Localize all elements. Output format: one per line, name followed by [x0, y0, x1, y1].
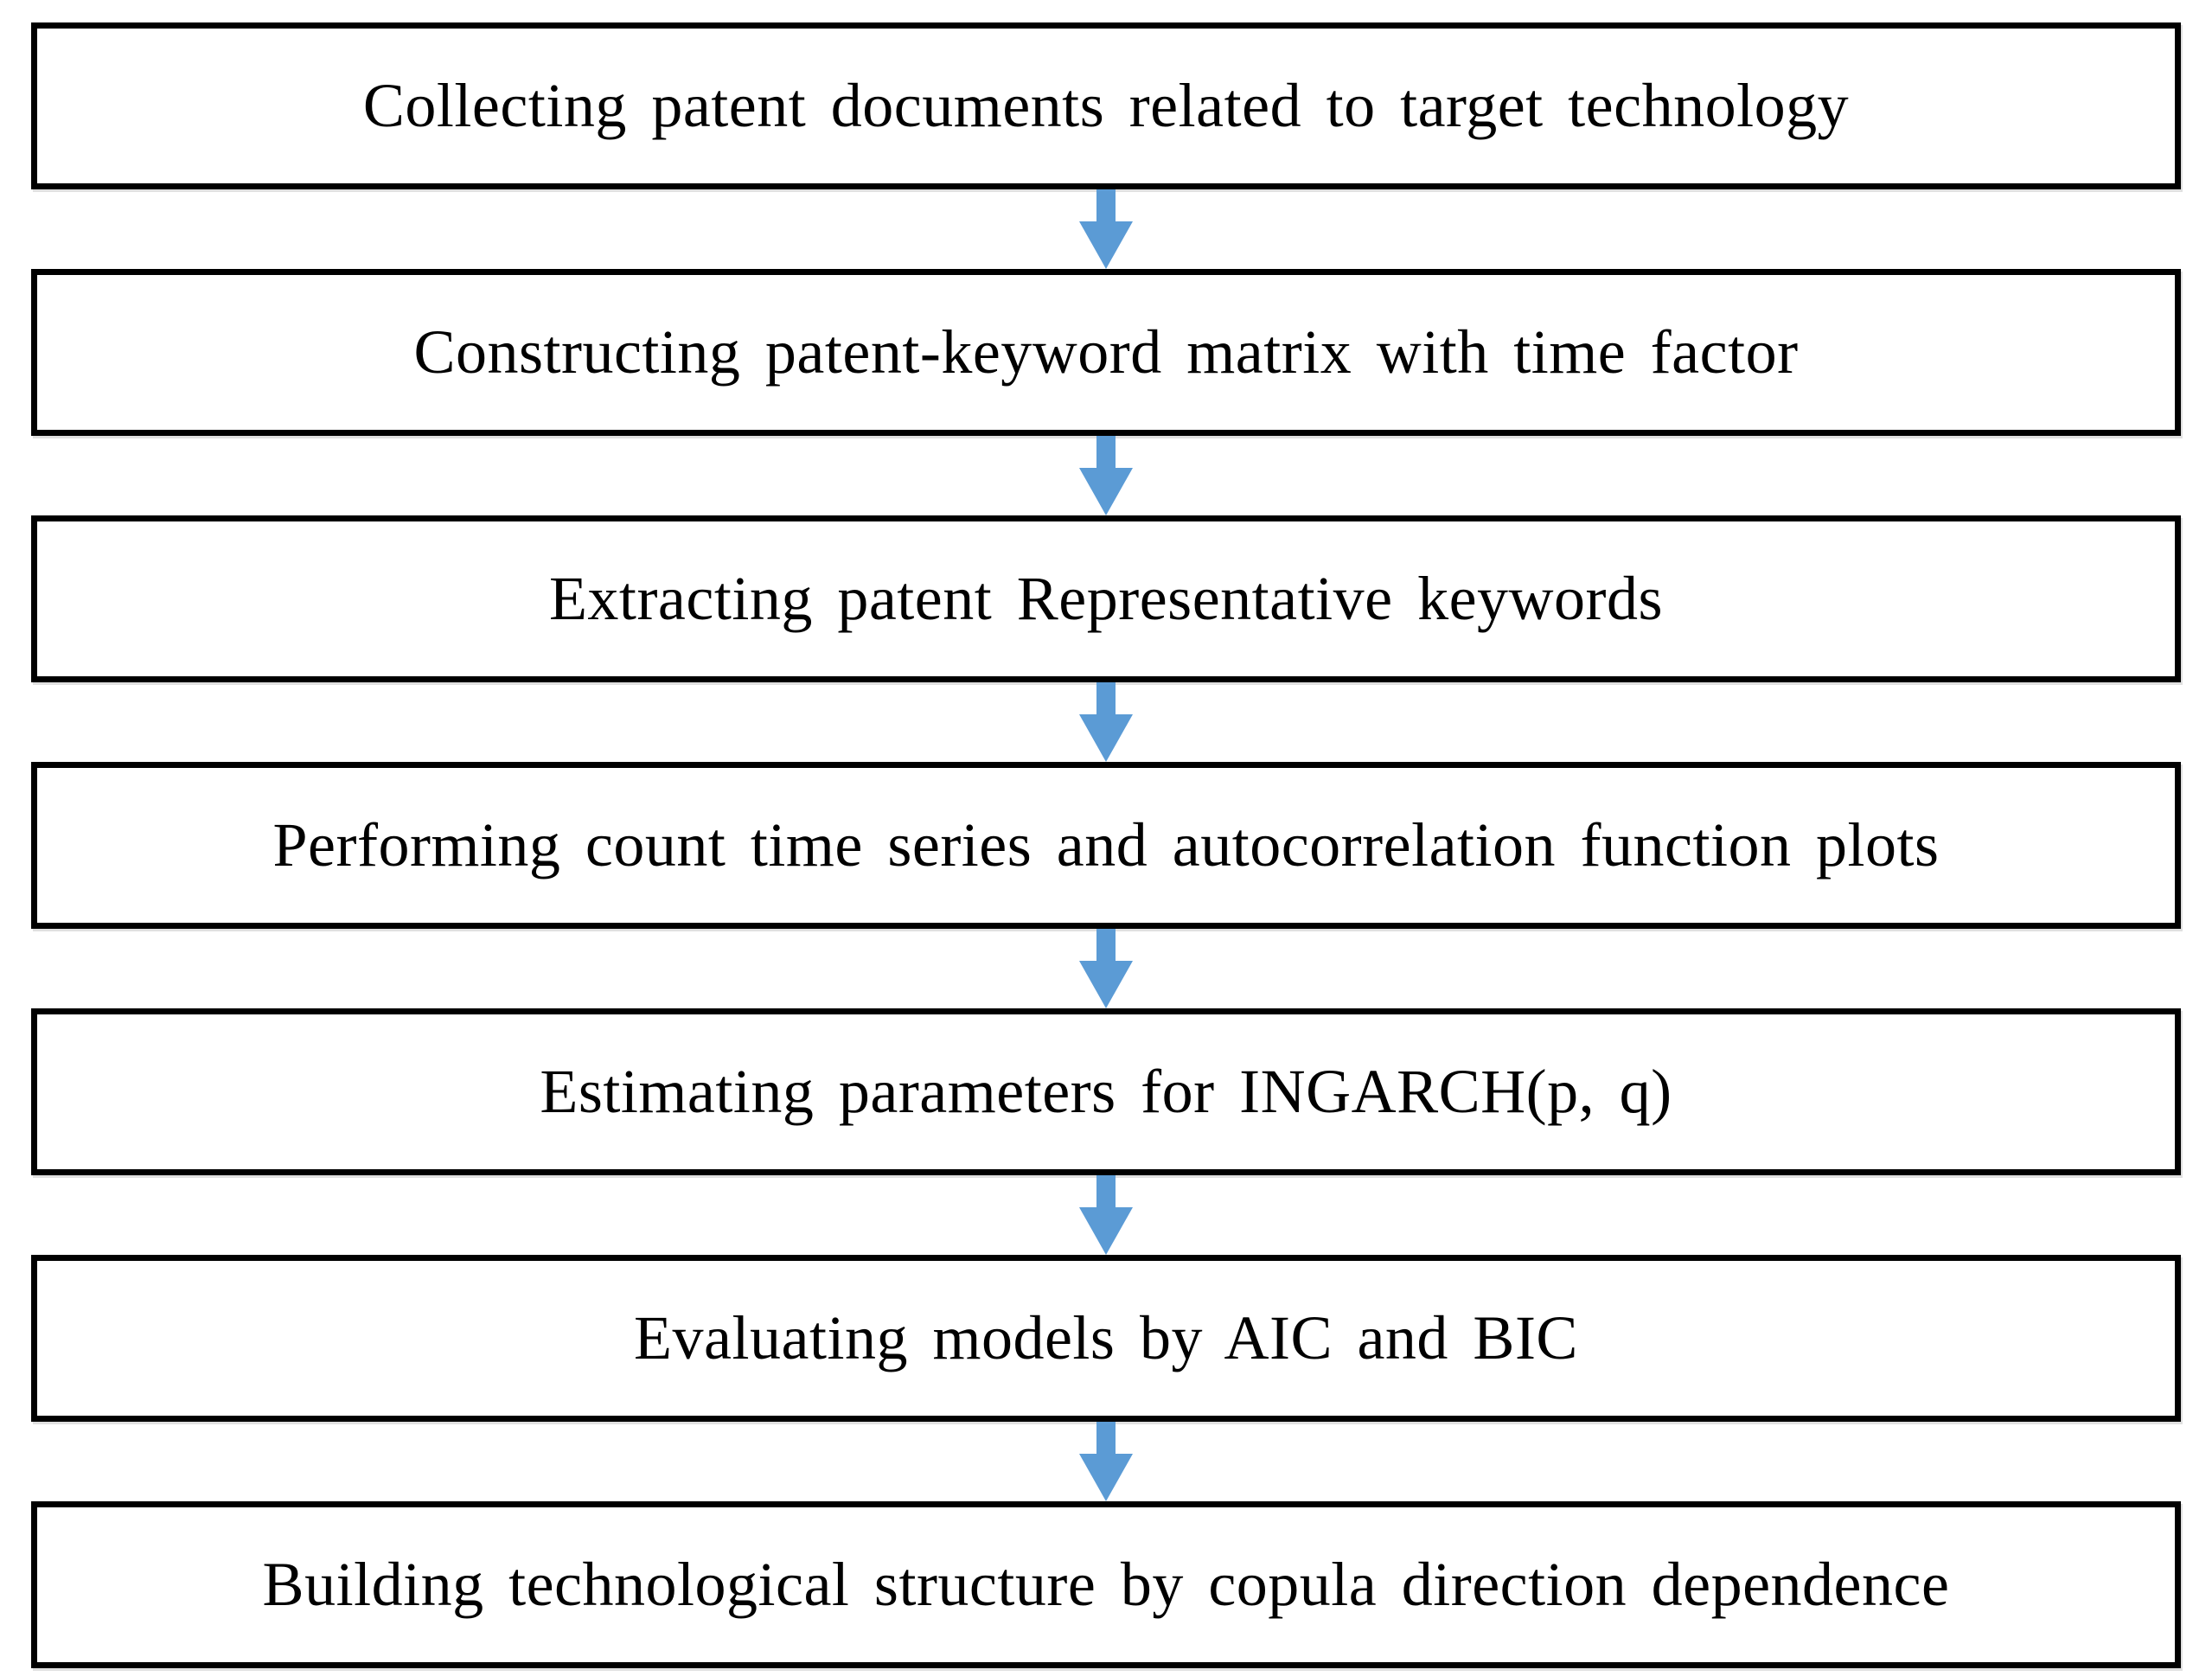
flow-step-building-structure: Building technological structure by copu…: [31, 1501, 2181, 1668]
flow-step-extracting-keywords: Extracting patent Representative keyword…: [31, 515, 2181, 682]
flow-step-label: Collecting patent documents related to t…: [362, 71, 1850, 140]
flow-connector: [1078, 682, 1134, 762]
arrow-down-icon: [1079, 436, 1133, 515]
flow-step-estimating-parameters: Estimating parameters for INGARCH(p, q): [31, 1008, 2181, 1175]
flow-step-label: Performing count time series and autocor…: [272, 810, 1940, 880]
arrow-down-icon: [1079, 1175, 1133, 1255]
flow-step-label: Estimating parameters for INGARCH(p, q): [540, 1057, 1672, 1126]
flow-step-label: Building technological structure by copu…: [262, 1550, 1950, 1619]
flow-step-constructing-matrix: Constructing patent-keyword matrix with …: [31, 269, 2181, 436]
flow-connector: [1078, 436, 1134, 515]
flow-connector: [1078, 1422, 1134, 1501]
flow-step-evaluating-models: Evaluating models by AIC and BIC: [31, 1255, 2181, 1422]
flow-step-collecting-patents: Collecting patent documents related to t…: [31, 22, 2181, 189]
flow-step-label: Extracting patent Representative keyword…: [548, 564, 1664, 633]
arrow-down-icon: [1079, 682, 1133, 762]
arrow-down-icon: [1079, 929, 1133, 1008]
flow-connector: [1078, 1175, 1134, 1255]
arrow-down-icon: [1079, 189, 1133, 269]
flow-step-label: Constructing patent-keyword matrix with …: [413, 317, 1799, 387]
flow-connector: [1078, 929, 1134, 1008]
arrow-down-icon: [1079, 1422, 1133, 1501]
flow-step-label: Evaluating models by AIC and BIC: [634, 1303, 1578, 1372]
flow-connector: [1078, 189, 1134, 269]
flow-step-count-time-series: Performing count time series and autocor…: [31, 762, 2181, 929]
